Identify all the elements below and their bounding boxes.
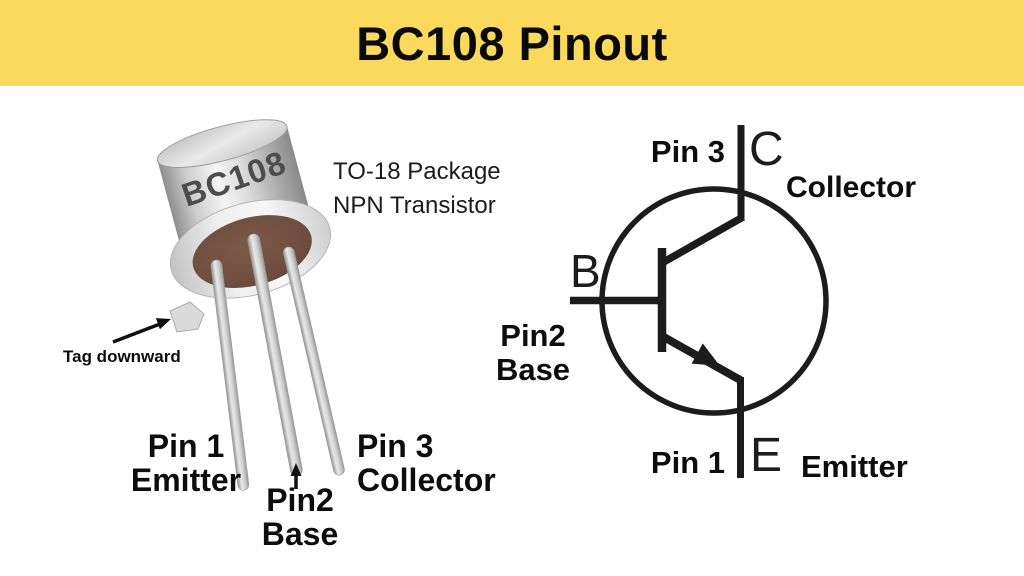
tag-note-label: Tag downward <box>63 347 181 366</box>
leg-emitter <box>210 259 250 491</box>
mounting-tag <box>169 301 205 333</box>
schematic-pin2-label: Pin2 Base <box>473 319 593 387</box>
schematic-pin1-label: Pin 1 <box>650 445 725 480</box>
schematic-pin3-label: Pin 3 <box>650 134 725 169</box>
tag-arrow-icon <box>112 318 171 344</box>
photo-pin1-number: Pin 1 <box>147 428 225 464</box>
leg-collector <box>282 246 345 476</box>
photo-pin3-label: Pin 3 Collector <box>357 429 496 497</box>
photo-pin2-label: Pin2 Base <box>240 483 360 551</box>
transistor-can-top <box>156 119 288 168</box>
emitter-arrowhead <box>691 343 720 366</box>
photo-pin2-name: Base <box>261 516 339 552</box>
schematic-pin2-name: Base <box>495 352 571 387</box>
photo-pin1-label: Pin 1 Emitter <box>116 429 256 497</box>
page-title: BC108 Pinout <box>356 16 668 70</box>
photo-pin1-name: Emitter <box>130 462 242 498</box>
npn-schematic <box>570 125 829 478</box>
schematic-collector-label: Collector <box>786 171 917 204</box>
header-banner: BC108 Pinout <box>0 0 1024 86</box>
schematic-pin2-number: Pin2 <box>500 318 566 353</box>
photo-pin3-number: Pin 3 <box>357 428 434 464</box>
photo-pin2-number: Pin2 <box>266 482 334 518</box>
photo-pin3-name: Collector <box>357 462 496 498</box>
schematic-emitter-letter: E <box>750 429 783 482</box>
transistor-photo <box>156 119 345 491</box>
schematic-emitter-label: Emitter <box>801 449 908 484</box>
package-label: TO-18 Package <box>333 158 501 185</box>
pin2-arrow-icon <box>290 463 302 489</box>
schematic-base-letter: B <box>570 245 601 297</box>
schematic-collector-letter: C <box>749 123 784 176</box>
collector-lead-line <box>660 125 745 267</box>
type-label: NPN Transistor <box>333 192 496 219</box>
